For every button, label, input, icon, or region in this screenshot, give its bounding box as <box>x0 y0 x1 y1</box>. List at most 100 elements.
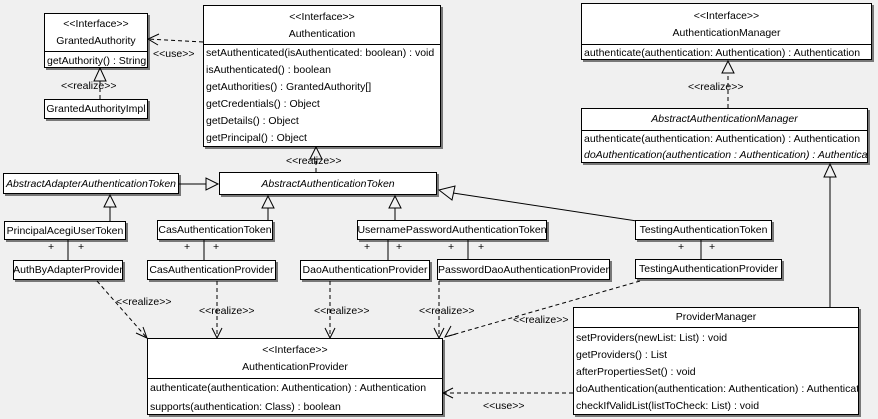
assoc-end-plus: + <box>448 241 455 253</box>
class-granted-authority: <<Interface>> GrantedAuthority getAuthor… <box>44 13 148 68</box>
method: supports(authentication: Class) : boolea… <box>150 401 341 413</box>
assoc-end-plus: + <box>78 241 85 253</box>
assoc-end-plus: + <box>678 241 685 253</box>
class-testing-authentication-provider: TestingAuthenticationProvider <box>635 259 782 279</box>
method: setAuthenticated(isAuthenticated: boolea… <box>206 47 435 59</box>
class-name: AbstractAuthenticationToken <box>261 177 395 190</box>
assoc-end-plus: + <box>364 241 371 253</box>
realize-label: <<realize>> <box>513 314 569 326</box>
class-name: ProviderManager <box>675 311 757 323</box>
class-name: PrincipalAcegiUserToken <box>6 224 124 237</box>
realize-label: <<realize>> <box>314 305 370 317</box>
stereotype: <<Interface>> <box>289 11 355 23</box>
method: setProviders(newList: List) : void <box>576 332 728 344</box>
class-cas-authentication-provider: CasAuthenticationProvider <box>147 260 276 280</box>
assoc-end-plus: + <box>184 241 191 253</box>
realize-label: <<realize>> <box>419 305 475 317</box>
method-list: authenticate(authentication: Authenticat… <box>148 378 442 414</box>
class-name: Authentication <box>288 28 356 40</box>
method-list: getAuthority() : String <box>45 51 147 67</box>
assoc-end-plus: + <box>213 241 220 253</box>
class-name: CasAuthenticationProvider <box>149 264 274 276</box>
class-authentication-provider: <<Interface>> AuthenticationProvider aut… <box>147 338 443 415</box>
method-list: authenticate(authentication: Authenticat… <box>582 44 871 59</box>
class-name: AbstractAuthenticationManager <box>651 113 798 125</box>
stereotype: <<Interface>> <box>63 18 129 30</box>
generalization-principal-token-to-adapter-token <box>103 193 117 221</box>
class-name: TestingAuthenticationProvider <box>639 263 778 275</box>
realize-granted-authority-impl <box>93 66 107 99</box>
class-name: PasswordDaoAuthenticationProvider <box>438 263 610 276</box>
class-password-dao-authentication-provider: PasswordDaoAuthenticationProvider <box>437 259 610 280</box>
assoc-end-plus: + <box>396 241 403 253</box>
method: isAuthenticated() : boolean <box>206 64 331 76</box>
class-name: GrantedAuthorityImpl <box>46 103 146 115</box>
generalization-usernamepassword-token-to-abstract-token <box>388 194 402 220</box>
method-list: setProviders(newList: List) : void getPr… <box>574 327 859 414</box>
realize-label: <<realize>> <box>688 81 744 93</box>
class-name: AbstractAdapterAuthenticationToken <box>5 177 177 190</box>
realize-label: <<realize>> <box>116 296 172 308</box>
class-name: AuthenticationManager <box>672 27 781 39</box>
class-name: TestingAuthenticationToken <box>639 224 768 236</box>
class-header: <<Interface>> GrantedAuthority <box>45 14 147 51</box>
class-header: ProviderManager <box>574 308 858 327</box>
method: afterPropertiesSet() : void <box>576 366 696 378</box>
class-abstract-authentication-manager: AbstractAuthenticationManager authentica… <box>581 108 868 163</box>
class-name: CasAuthenticationToken <box>158 224 272 236</box>
use-provider-manager-to-authentication-provider <box>441 387 573 399</box>
assoc-end-plus: + <box>478 241 485 253</box>
class-testing-authentication-token: TestingAuthenticationToken <box>635 220 772 240</box>
class-header: <<Interface>> AuthenticationProvider <box>148 339 442 378</box>
class-header: <<Interface>> AuthenticationManager <box>582 4 871 44</box>
method-list: authenticate(authentication: Authenticat… <box>582 130 868 162</box>
use-label: <<use>> <box>483 400 525 412</box>
class-authentication-manager: <<Interface>> AuthenticationManager auth… <box>581 3 872 60</box>
class-name: AuthByAdapterProvider <box>13 264 123 276</box>
class-abstract-authentication-token: AbstractAuthenticationToken <box>219 172 437 195</box>
generalization-adapter-token-to-abstract-token <box>179 177 220 191</box>
class-provider-manager: ProviderManager setProviders(newList: Li… <box>573 307 859 415</box>
method: authenticate(authentication: Authenticat… <box>150 382 427 394</box>
class-name: GrantedAuthority <box>56 35 136 47</box>
stereotype: <<Interface>> <box>693 10 760 22</box>
class-name: AuthenticationProvider <box>242 361 348 373</box>
method-list: setAuthenticated(isAuthenticated: boolea… <box>204 44 440 146</box>
class-username-password-authentication-token: UsernamePasswordAuthenticationToken <box>357 220 547 240</box>
class-cas-authentication-token: CasAuthenticationToken <box>157 220 273 240</box>
generalization-provider-manager-to-abstract-manager <box>823 162 837 307</box>
assoc-end-plus: + <box>48 241 55 253</box>
assoc-end-plus: + <box>709 241 716 253</box>
realize-abstract-manager-to-authentication-manager <box>721 59 735 108</box>
use-authentication-to-granted-authority <box>146 33 204 46</box>
method: authenticate(authentication: Authenticat… <box>584 47 861 59</box>
class-authentication: <<Interface>> Authentication setAuthenti… <box>203 5 441 147</box>
class-name: UsernamePasswordAuthenticationToken <box>357 224 547 236</box>
use-label: <<use>> <box>153 48 195 60</box>
method: checkIfValidList(listToCheck: List) : vo… <box>576 400 760 412</box>
realize-abstract-token-to-authentication <box>309 145 323 172</box>
class-name: DaoAuthenticationProvider <box>302 264 428 276</box>
method: doAuthentication(authentication: Authent… <box>576 383 859 395</box>
class-auth-by-adapter-provider: AuthByAdapterProvider <box>13 260 123 280</box>
method-abstract: doAuthentication(authentication : Authen… <box>584 149 868 161</box>
method: getDetails() : Object <box>206 115 299 127</box>
realize-authbyadapter-provider <box>96 280 148 339</box>
realize-label: <<realize>> <box>286 155 342 167</box>
method: getAuthorities() : GrantedAuthority[] <box>206 81 372 93</box>
realize-testing-provider <box>443 280 641 338</box>
class-header: AbstractAuthenticationManager <box>582 109 867 130</box>
class-header: <<Interface>> Authentication <box>204 6 440 44</box>
class-abstract-adapter-authentication-token: AbstractAdapterAuthenticationToken <box>3 173 179 194</box>
realize-label: <<realize>> <box>61 80 117 92</box>
method: getProviders() : List <box>576 349 668 361</box>
method: getAuthority() : String <box>47 55 147 67</box>
class-granted-authority-impl: GrantedAuthorityImpl <box>44 99 148 119</box>
method: authenticate(authentication: Authenticat… <box>584 133 861 145</box>
generalization-cas-token-to-abstract-token <box>261 194 275 220</box>
class-principal-acegi-user-token: PrincipalAcegiUserToken <box>4 221 126 240</box>
realize-label: <<realize>> <box>199 305 255 317</box>
generalization-testing-token-to-abstract-token <box>437 185 638 222</box>
